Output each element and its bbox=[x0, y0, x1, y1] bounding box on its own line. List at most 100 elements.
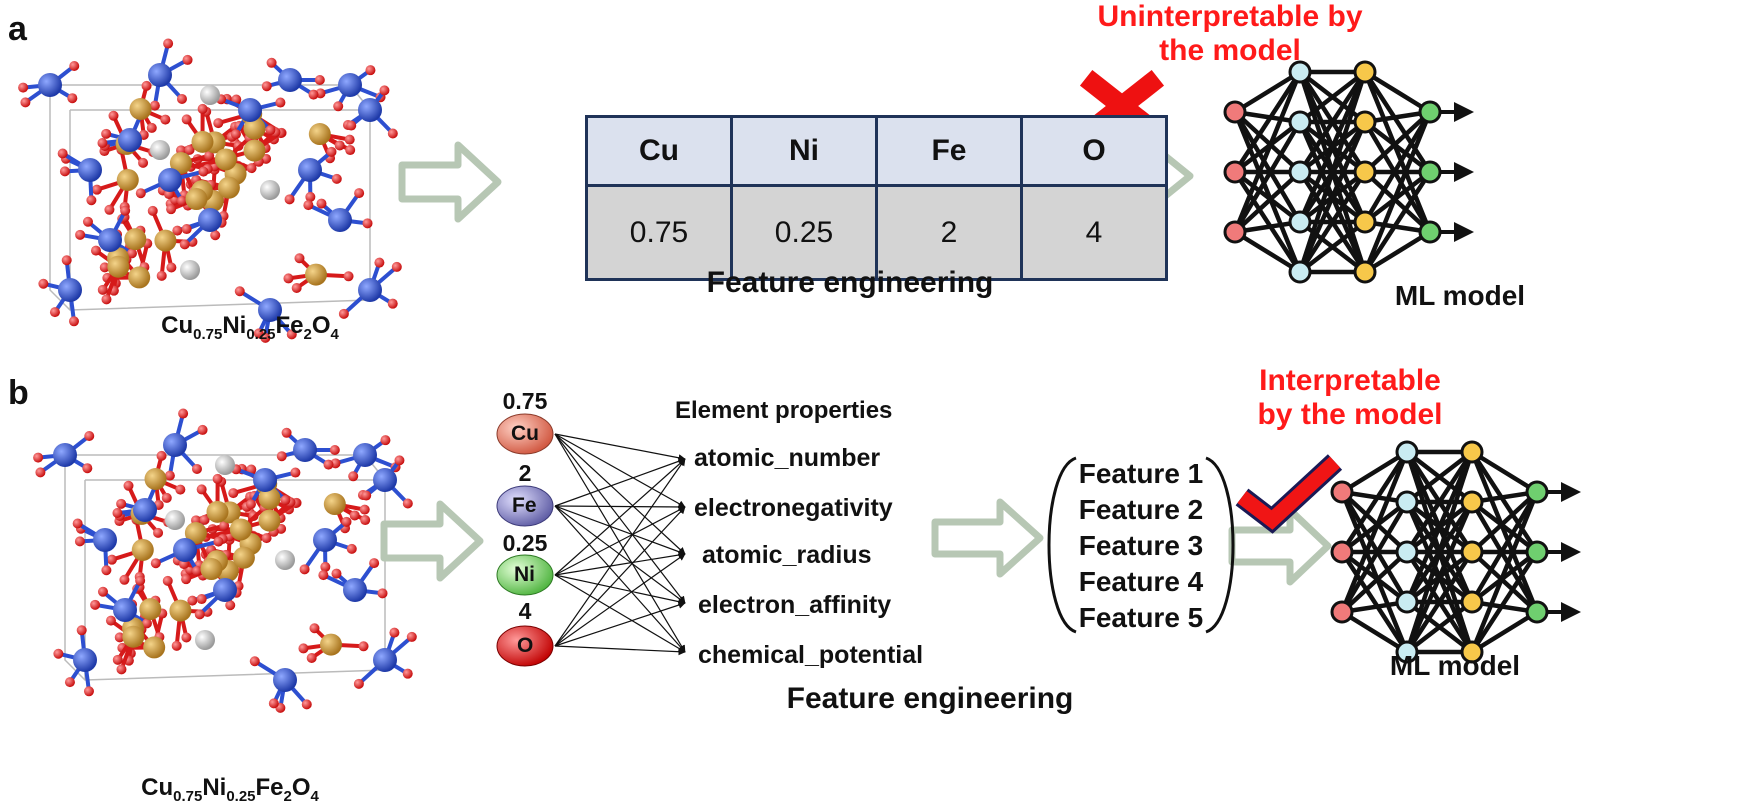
oxygen-atom bbox=[194, 609, 205, 620]
nn-node bbox=[1460, 640, 1484, 664]
oxygen-atom bbox=[314, 75, 325, 86]
nn-edge bbox=[1470, 490, 1539, 554]
oxygen-atom bbox=[359, 504, 370, 515]
nn-node bbox=[1418, 220, 1442, 244]
check-mark-icon bbox=[1235, 454, 1343, 534]
nn-edge bbox=[1298, 70, 1367, 124]
nn-edge bbox=[1363, 110, 1432, 174]
nn-edge bbox=[1298, 170, 1367, 274]
oxygen-atom bbox=[119, 574, 130, 585]
oxygen-atom bbox=[306, 653, 317, 663]
nn-edge bbox=[1470, 550, 1539, 614]
oxygen-atom bbox=[377, 588, 388, 599]
copper-atom bbox=[238, 98, 262, 122]
iron-atom bbox=[122, 625, 145, 648]
copper-atom bbox=[338, 73, 362, 97]
nn-node bbox=[1418, 100, 1442, 124]
copper-atom bbox=[173, 538, 197, 562]
oxygen-atom bbox=[246, 163, 257, 174]
iron-atom bbox=[200, 558, 223, 581]
oxygen-atom bbox=[338, 308, 349, 319]
connection-line bbox=[554, 458, 686, 647]
nn-edge bbox=[1404, 451, 1475, 603]
connection-line bbox=[554, 553, 686, 647]
iron-atom bbox=[258, 509, 281, 532]
element-symbol-ni: Ni bbox=[514, 563, 535, 586]
nn-edge bbox=[1363, 120, 1432, 234]
oxygen-atom bbox=[90, 245, 101, 256]
iron-atom bbox=[319, 633, 342, 656]
oxygen-atom bbox=[402, 498, 413, 509]
nn-edge bbox=[1405, 550, 1474, 654]
oxygen-atom bbox=[280, 495, 291, 506]
nn-edge bbox=[1470, 610, 1539, 654]
oxygen-atom bbox=[91, 184, 102, 195]
oxygen-atom bbox=[69, 60, 80, 71]
nn-node bbox=[1460, 440, 1484, 464]
nn-edge bbox=[1297, 121, 1368, 273]
nn-edge bbox=[1363, 230, 1432, 274]
oxygen-atom bbox=[348, 471, 359, 482]
nn-node bbox=[1460, 490, 1484, 514]
property-atomic-number: atomic_number bbox=[694, 444, 881, 472]
iron-atom bbox=[232, 546, 255, 569]
connection-line bbox=[554, 433, 686, 508]
nn-edge bbox=[1233, 230, 1302, 274]
oxygen-atom bbox=[268, 698, 279, 709]
copper-atom bbox=[373, 468, 397, 492]
oxygen-atom bbox=[225, 600, 236, 611]
oxygen-atom bbox=[187, 595, 198, 606]
oxygen-atom bbox=[305, 191, 316, 202]
table-header-cell: O bbox=[1020, 115, 1168, 187]
oxygen-atom bbox=[49, 307, 60, 318]
oxygen-atom bbox=[97, 586, 108, 597]
iron-atom bbox=[191, 130, 214, 153]
nn-node bbox=[1460, 540, 1484, 564]
oxygen-atom bbox=[228, 488, 239, 499]
oxygen-atom bbox=[163, 38, 174, 49]
connection-line bbox=[554, 505, 686, 653]
iron-atom bbox=[154, 229, 177, 252]
oxygen-atom bbox=[286, 329, 297, 340]
oxygen-atom bbox=[84, 430, 95, 441]
nickel-atom bbox=[165, 510, 185, 530]
nn-edge bbox=[1470, 500, 1539, 614]
connection-line bbox=[554, 551, 686, 576]
oxygen-atom bbox=[176, 195, 187, 206]
oxygen-atom bbox=[20, 97, 31, 108]
nn-edge bbox=[1340, 450, 1409, 494]
nn-edge bbox=[1340, 550, 1409, 654]
table-header-cell: Ni bbox=[730, 115, 878, 187]
nn-edge bbox=[1340, 450, 1409, 554]
property-atomic-radius: atomic_radius bbox=[702, 541, 872, 569]
oxygen-atom bbox=[141, 618, 152, 629]
nn-node bbox=[1395, 490, 1419, 514]
nn-edge bbox=[1297, 71, 1368, 273]
oxygen-atom bbox=[150, 558, 161, 569]
nickel-atom bbox=[200, 85, 220, 105]
oxygen-atom bbox=[265, 125, 276, 136]
oxygen-atom bbox=[61, 255, 72, 266]
copper-atom bbox=[113, 598, 137, 622]
oxygen-atom bbox=[334, 140, 345, 151]
oxygen-atom bbox=[156, 450, 167, 461]
nn-edge bbox=[1405, 450, 1474, 554]
nn-edge bbox=[1340, 550, 1409, 614]
copper-atom bbox=[78, 158, 102, 182]
oxygen-atom bbox=[67, 93, 78, 104]
iron-atom bbox=[128, 266, 151, 289]
iron-atom bbox=[206, 500, 229, 523]
iron-atom bbox=[139, 598, 162, 621]
nn-node bbox=[1525, 600, 1549, 624]
oxygen-atom bbox=[391, 261, 402, 272]
nn-edge bbox=[1298, 220, 1367, 274]
oxygen-atom bbox=[245, 499, 256, 510]
oxygen-atom bbox=[141, 80, 152, 91]
copper-atom bbox=[163, 433, 187, 457]
oxygen-atom bbox=[213, 536, 224, 547]
connection-line bbox=[554, 503, 686, 511]
oxygen-atom bbox=[146, 122, 157, 133]
nn-edge bbox=[1297, 71, 1368, 223]
oxygen-atom bbox=[344, 134, 355, 145]
nn-edge bbox=[1340, 550, 1409, 604]
